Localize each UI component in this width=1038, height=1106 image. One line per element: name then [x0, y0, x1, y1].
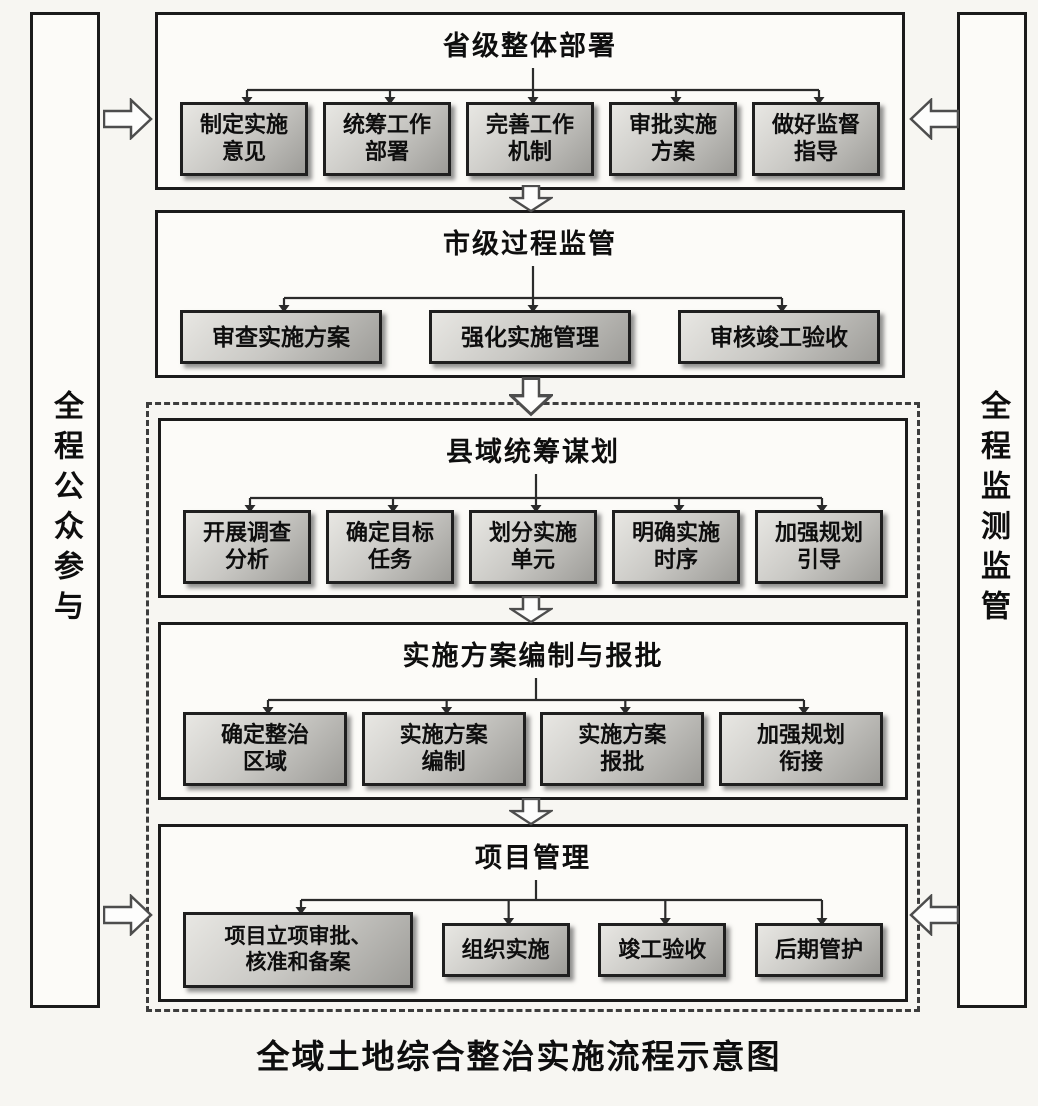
flow-step: 确定目标 任务 — [326, 510, 454, 584]
stage-steps-row: 项目立项审批、 核准和备案 组织实施 竣工验收 后期管护 — [161, 912, 905, 988]
flow-step: 确定整治 区域 — [183, 712, 347, 786]
down-arrow-icon — [509, 377, 553, 417]
stage-title: 市级过程监管 — [443, 229, 617, 259]
flow-step: 实施方案 编制 — [361, 712, 526, 786]
right-arrow-icon — [103, 894, 153, 936]
stage-municipal-supervision: 市级过程监管 审查实施方案 强化实施管理 审核竣工验收 — [155, 210, 905, 378]
stage-title-row: 市级过程监管 — [158, 213, 902, 261]
stage-title: 县域统筹谋划 — [446, 437, 620, 467]
flow-step: 划分实施 单元 — [469, 510, 597, 584]
flow-step: 明确实施 时序 — [612, 510, 740, 584]
public-participation-label: 全程公众参与 — [49, 390, 82, 630]
flow-step: 统筹工作 部署 — [323, 102, 451, 176]
public-participation-bar: 全程公众参与 — [30, 12, 100, 1008]
stage-title-row: 县域统筹谋划 — [161, 421, 905, 469]
flow-step: 审核竣工验收 — [678, 310, 880, 364]
flow-step: 项目立项审批、 核准和备案 — [183, 912, 413, 988]
stage-title: 项目管理 — [475, 843, 591, 873]
flow-step: 完善工作 机制 — [466, 102, 594, 176]
stage-steps-row: 确定整治 区域 实施方案 编制 实施方案 报批 加强规划 衔接 — [161, 712, 905, 786]
flow-step: 做好监督 指导 — [752, 102, 880, 176]
flow-step: 加强规划 引导 — [755, 510, 883, 584]
diagram-caption: 全域土地综合整治实施流程示意图 — [256, 1038, 782, 1075]
flow-step: 组织实施 — [441, 923, 570, 977]
flow-step: 制定实施 意见 — [180, 102, 308, 176]
down-arrow-icon — [509, 596, 553, 624]
stage-steps-row: 开展调查 分析 确定目标 任务 划分实施 单元 明确实施 时序 加强规划 引导 — [161, 510, 905, 584]
stage-title-row: 省级整体部署 — [158, 15, 902, 63]
stage-title: 省级整体部署 — [443, 31, 617, 61]
flow-step: 审查实施方案 — [180, 310, 382, 364]
flow-step: 强化实施管理 — [429, 310, 631, 364]
flow-step: 实施方案 报批 — [540, 712, 705, 786]
monitoring-supervision-label: 全程监测监管 — [976, 390, 1009, 630]
stage-plan-preparation-approval: 实施方案编制与报批 确定整治 区域 实施方案 编制 实施方案 报批 加强规划 衔… — [158, 622, 908, 800]
stage-county-planning: 县域统筹谋划 开展调查 分析 确定目标 任务 划分实施 单元 明确实施 时序 加… — [158, 418, 908, 598]
left-arrow-icon — [909, 894, 959, 936]
stage-project-management: 项目管理 项目立项审批、 核准和备案 组织实施 竣工验收 后期管护 — [158, 824, 908, 1002]
stage-steps-row: 审查实施方案 强化实施管理 审核竣工验收 — [158, 310, 902, 364]
stage-title-row: 实施方案编制与报批 — [161, 625, 905, 673]
flow-step: 竣工验收 — [598, 923, 727, 977]
flow-step: 后期管护 — [754, 923, 883, 977]
stage-steps-row: 制定实施 意见 统筹工作 部署 完善工作 机制 审批实施 方案 做好监督 指导 — [158, 102, 902, 176]
flow-step: 审批实施 方案 — [609, 102, 737, 176]
flow-step: 开展调查 分析 — [183, 510, 311, 584]
stage-title: 实施方案编制与报批 — [402, 641, 664, 671]
stage-title-row: 项目管理 — [161, 827, 905, 875]
right-arrow-icon — [103, 98, 153, 140]
flow-step: 加强规划 衔接 — [718, 712, 883, 786]
stage-provincial-deployment: 省级整体部署 制定实施 意见 统筹工作 部署 完善工作 机制 审批实施 方案 做… — [155, 12, 905, 190]
down-arrow-icon — [509, 798, 553, 826]
monitoring-supervision-bar: 全程监测监管 — [957, 12, 1027, 1008]
left-arrow-icon — [909, 98, 959, 140]
down-arrow-icon — [509, 185, 553, 213]
